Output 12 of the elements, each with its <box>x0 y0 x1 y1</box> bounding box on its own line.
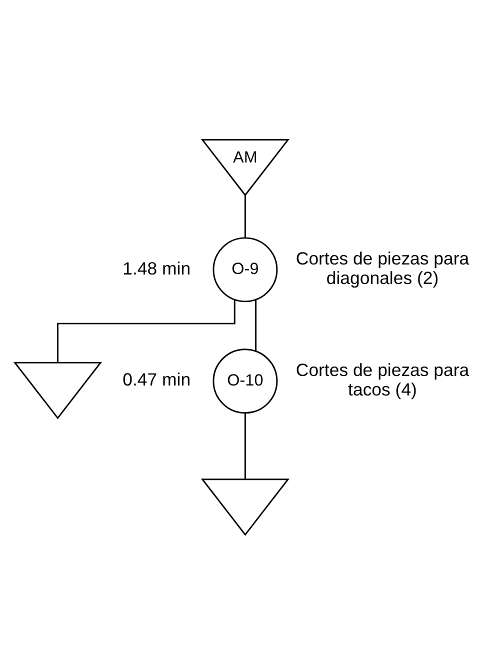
node-triangle <box>200 478 290 536</box>
node-triangle <box>12 361 102 419</box>
node-circle: O-9 <box>212 236 278 302</box>
node-label: 1.48 min <box>122 258 190 278</box>
connector <box>56 299 235 362</box>
node-label: 0.47 min <box>122 369 190 390</box>
node-label: Cortes de piezas para tacos (4) <box>295 360 469 399</box>
connector <box>244 194 246 238</box>
node-circle: O-10 <box>212 348 278 414</box>
connector <box>244 412 246 478</box>
node-label: Cortes de piezas para diagonales (2) <box>295 248 469 288</box>
connector <box>254 300 256 351</box>
